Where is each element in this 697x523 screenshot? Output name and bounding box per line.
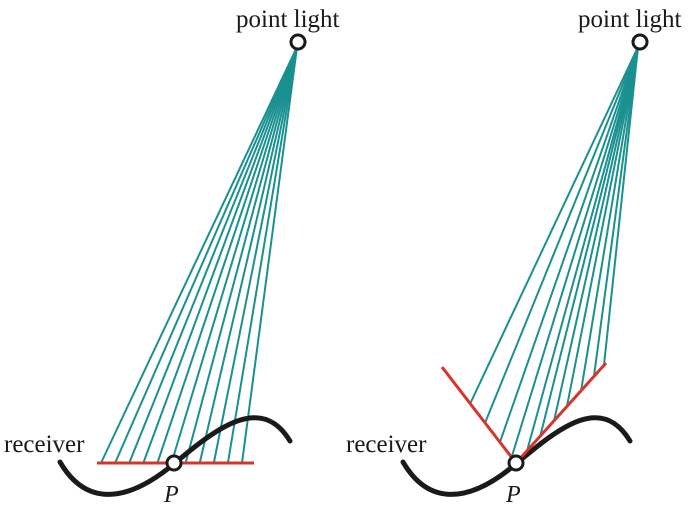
left-ray-8 (198, 46, 298, 464)
right-ray-5 (526, 46, 639, 452)
right-ray-6 (539, 46, 639, 438)
right-light-rays (469, 46, 639, 457)
left-point-light (289, 33, 307, 51)
right-tangent-right (514, 361, 608, 465)
left-panel: point light receiver P (4, 6, 340, 508)
right-ray-2 (484, 46, 639, 424)
left-ray-9 (212, 46, 298, 464)
right-point-label: P (505, 482, 521, 508)
right-ray-8 (566, 46, 639, 407)
left-ray-7 (184, 46, 298, 464)
left-ray-4 (142, 46, 298, 464)
right-light-label: point light (578, 6, 682, 33)
left-ray-2 (114, 46, 298, 464)
left-light-label: point light (236, 6, 340, 33)
left-receiver-label: receiver (4, 431, 85, 458)
right-ray-3 (499, 46, 639, 443)
left-point-label: P (163, 482, 179, 508)
right-ray-1 (469, 46, 639, 405)
left-ray-6 (170, 46, 298, 464)
left-ray-10 (226, 46, 298, 464)
right-ray-7 (553, 46, 639, 422)
left-ray-3 (128, 46, 298, 464)
right-ray-4 (511, 46, 639, 457)
right-ray-11 (603, 46, 639, 366)
right-ray-9 (580, 46, 639, 392)
left-light-rays (100, 46, 298, 464)
right-receiver-point (507, 454, 525, 472)
right-point-light (631, 33, 649, 51)
right-receiver-label: receiver (346, 431, 427, 458)
left-receiver-point (165, 454, 183, 472)
right-tangent-left (440, 366, 518, 464)
left-ray-1 (100, 46, 298, 464)
left-ray-5 (156, 46, 298, 464)
right-panel: point light receiver P (346, 6, 682, 508)
left-ray-11 (241, 46, 298, 464)
right-ray-10 (593, 46, 639, 377)
